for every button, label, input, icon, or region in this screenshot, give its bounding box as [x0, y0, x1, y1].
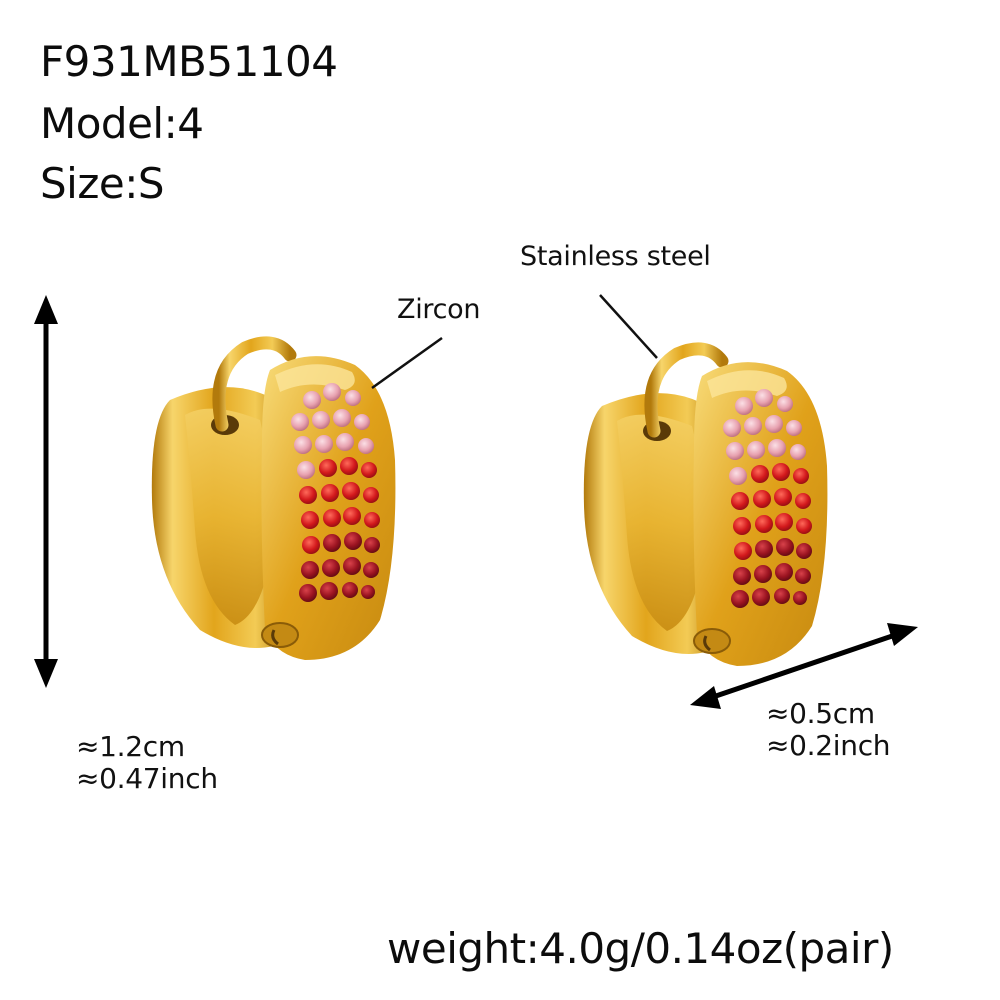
product-weight: weight:4.0g/0.14oz(pair) [387, 924, 894, 973]
height-cm: ≈1.2cm [76, 730, 185, 763]
zircon-callout-label: Zircon [397, 294, 481, 325]
zircon-leader-line [371, 336, 443, 390]
height-inch: ≈0.47inch [76, 762, 218, 795]
stainless-steel-leader-line [599, 294, 658, 359]
width-inch: ≈0.2inch [766, 729, 891, 762]
product-sku: F931MB51104 [40, 37, 338, 86]
width-cm: ≈0.5cm [766, 697, 875, 730]
right-earring-image [584, 349, 828, 666]
product-size: Size:S [40, 159, 165, 208]
stainless-steel-callout-label: Stainless steel [520, 241, 711, 272]
height-measurement: ≈1.2cm ≈0.47inch [76, 731, 218, 795]
height-arrow-icon [34, 295, 58, 688]
left-earring-image [152, 343, 396, 660]
width-measurement: ≈0.5cm ≈0.2inch [766, 697, 891, 762]
product-model: Model:4 [40, 99, 204, 148]
width-arrow-icon [690, 623, 918, 709]
